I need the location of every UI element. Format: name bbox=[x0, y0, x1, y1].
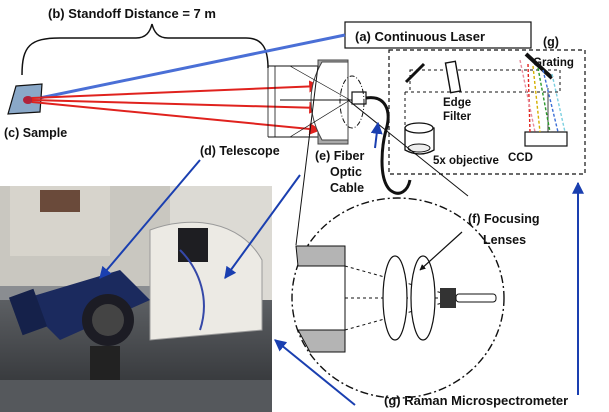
pointer-arrows bbox=[99, 121, 584, 406]
sample bbox=[7, 83, 43, 115]
edge-filter-label-1: Edge bbox=[443, 97, 471, 109]
objective bbox=[404, 122, 435, 155]
dispersed-rays bbox=[519, 59, 566, 133]
fiber-label-2: Optic bbox=[330, 165, 362, 179]
telescope-label: (d) Telescope bbox=[200, 144, 280, 158]
lab-photo bbox=[0, 186, 272, 412]
grating-label: Grating bbox=[533, 57, 574, 69]
standoff-label: (b) Standoff Distance = 7 m bbox=[48, 6, 216, 21]
telescope-schematic bbox=[267, 59, 355, 145]
fiber-cable bbox=[351, 91, 412, 195]
standoff-brace bbox=[21, 23, 269, 76]
focusing-label-2: Lenses bbox=[483, 233, 526, 247]
raman-label: (g) Raman Microspectrometer bbox=[384, 393, 568, 408]
scatter-rays bbox=[31, 80, 322, 135]
spectrometer-box bbox=[388, 49, 586, 175]
magnified-lens-view bbox=[291, 197, 505, 399]
entry-highlight bbox=[339, 75, 365, 129]
fiber-label-3: Cable bbox=[330, 181, 364, 195]
laser-label: (a) Continuous Laser bbox=[355, 29, 485, 44]
spectrometer-optics bbox=[404, 52, 568, 147]
fiber-label-1: (e) Fiber bbox=[315, 149, 364, 163]
sample-label: (c) Sample bbox=[4, 126, 67, 140]
objective-label: 5x objective bbox=[433, 155, 499, 167]
ccd-label: CCD bbox=[508, 152, 533, 164]
zoom-lines bbox=[295, 65, 469, 246]
focusing-label-1: (f) Focusing bbox=[468, 212, 540, 226]
laser-beam bbox=[29, 33, 346, 102]
spectrometer-tag: (g) bbox=[543, 35, 559, 49]
edge-filter-label-2: Filter bbox=[443, 111, 472, 123]
